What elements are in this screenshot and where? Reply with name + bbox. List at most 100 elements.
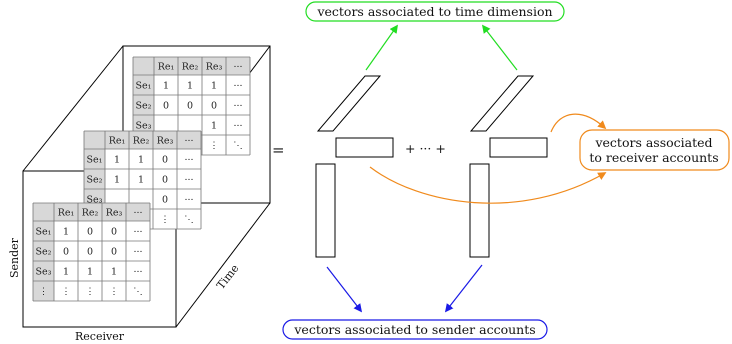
sender-vectors-label: vectors associated to sender accounts	[293, 322, 535, 337]
receiver-vectors-label-group: vectors associated to receiver accounts	[579, 129, 730, 171]
slice-front-row-header: Se₁	[36, 227, 52, 238]
slice-middle-cell: ···	[184, 155, 193, 166]
slice-middle-row-header: Se₂	[87, 175, 103, 186]
sender-vectors-label-group: vectors associated to sender accounts	[282, 319, 548, 340]
slice-back-cell: 1	[187, 81, 193, 92]
sender-vectors-label-border	[282, 319, 548, 340]
slice-back-row-header: Se₂	[136, 101, 152, 112]
equals-sign: =	[272, 141, 285, 159]
slice-front-col-header: Re₁	[58, 208, 75, 219]
slice-back-rowhead-fill	[133, 57, 154, 155]
slice-middle-cell: 0	[162, 175, 168, 186]
receiver-vectors-label-line1: vectors associated	[594, 135, 712, 150]
slice-front-row-header: Se₂	[36, 247, 52, 258]
slice-front-cell: ⋮	[61, 287, 71, 298]
slice-front-cell: 0	[111, 247, 117, 258]
sender-arrow-r	[444, 264, 483, 313]
slice-middle-cell: 0	[162, 195, 168, 206]
slice-back-cell: 1	[163, 81, 169, 92]
slice-back-cell: 1	[211, 121, 217, 132]
slice-middle-col-header: ···	[184, 136, 193, 147]
slice-middle-cell: ···	[184, 195, 193, 206]
slice-back-col-header: Re₂	[182, 62, 199, 73]
slice-front-cell: 0	[87, 227, 93, 238]
sender-axis-label: Sender	[8, 237, 21, 278]
sender-arrow-1	[326, 266, 363, 313]
slice-front-cell: 1	[87, 267, 93, 278]
time-axis-label: Time	[214, 262, 241, 292]
slice-middle-row-header: Se₃	[87, 195, 103, 206]
slice-back-header-fill	[133, 57, 250, 75]
slice-front-cell: 0	[111, 227, 117, 238]
receiver-vectors-label-line2: to receiver accounts	[589, 150, 718, 165]
receiver-vectors-label-border	[579, 129, 730, 171]
slice-back-cell: ⋮	[209, 141, 219, 152]
slice-back-cell: ···	[233, 101, 242, 112]
slice-back-cell: 0	[187, 101, 193, 112]
slice-front-cell: ···	[133, 247, 142, 258]
slice-front-cell: 1	[111, 267, 117, 278]
sender-vector-1	[315, 163, 336, 258]
slice-middle-cell: ···	[184, 175, 193, 186]
receiver-arrow-r	[550, 113, 607, 133]
matrix-slice-front: Re₁ Re₂ Re₃ ··· Se₁ Se₂ Se₃ ⋮ 1 0 0 ··· 0 0 0 ··· 1 1 1 ···…	[32, 202, 151, 302]
slice-front-cell: ···	[133, 227, 142, 238]
slice-front-col-header: Re₂	[82, 208, 99, 219]
slice-back-cell: ···	[233, 121, 242, 132]
time-arrow-1	[365, 24, 398, 71]
slice-back-col-header: Re₁	[158, 62, 175, 73]
slice-middle-cell: 1	[138, 175, 144, 186]
slice-front-cell: ⋮	[109, 287, 119, 298]
slice-back-cell: ⋱	[233, 141, 243, 152]
slice-middle-header-fill	[84, 131, 201, 149]
slice-middle-cell: ⋱	[184, 215, 194, 226]
time-vectors-label-group: vectors associated to time dimension	[305, 1, 565, 22]
slice-front-cell: ⋱	[133, 287, 143, 298]
slice-front-cell: 1	[63, 227, 69, 238]
slice-middle-cell: 0	[162, 155, 168, 166]
time-vector-r	[469, 75, 535, 132]
receiver-arrow-1	[369, 166, 607, 204]
time-vector-1	[316, 75, 382, 132]
receiver-vector-1	[335, 137, 394, 158]
slice-back-row-header: Se₃	[136, 121, 152, 132]
receiver-axis-label: Receiver	[75, 330, 125, 343]
slice-back-cell: 0	[211, 101, 217, 112]
slice-front-cell: 1	[63, 267, 69, 278]
slice-front-col-header: ···	[133, 208, 142, 219]
slice-middle-cell: 1	[114, 175, 120, 186]
tensor-box-edge	[175, 202, 271, 328]
rank-one-component-1	[315, 75, 394, 258]
slice-front-header-fill	[33, 203, 150, 221]
slice-middle-cell: ⋮	[160, 215, 170, 226]
slice-front-cell: 0	[87, 247, 93, 258]
slice-middle-row-header: Se₁	[87, 155, 103, 166]
slice-middle-col-header: Re₁	[109, 136, 126, 147]
time-arrow-r	[481, 24, 518, 71]
slice-front-cell: 0	[63, 247, 69, 258]
slice-middle-cell: 1	[114, 155, 120, 166]
slice-front-col-header: Re₃	[106, 208, 123, 219]
slice-back-cell: ···	[233, 81, 242, 92]
time-vectors-label-border	[305, 1, 565, 22]
receiver-vector-r	[489, 137, 548, 158]
slice-back-col-header: Re₃	[206, 62, 223, 73]
slice-front-row-header: Se₃	[36, 267, 52, 278]
slice-back-col-header: ···	[233, 62, 242, 73]
slice-front-rowhead-fill	[33, 203, 54, 301]
slice-back-row-header: Se₁	[136, 81, 152, 92]
slice-front-cell: ⋮	[85, 287, 95, 298]
time-vectors-label: vectors associated to time dimension	[316, 4, 552, 19]
slice-front-row-header: ⋮	[39, 287, 49, 298]
slice-front-cell: ···	[133, 267, 142, 278]
rank-one-component-r	[469, 75, 548, 258]
slice-back-cell: 0	[163, 101, 169, 112]
slice-middle-col-header: Re₂	[133, 136, 150, 147]
slice-back-cell: 1	[211, 81, 217, 92]
sender-vector-r	[469, 163, 490, 258]
tensor-box-edge	[22, 45, 124, 172]
slice-middle-cell: 1	[138, 155, 144, 166]
plus-ellipsis-plus: + ··· +	[405, 141, 446, 156]
